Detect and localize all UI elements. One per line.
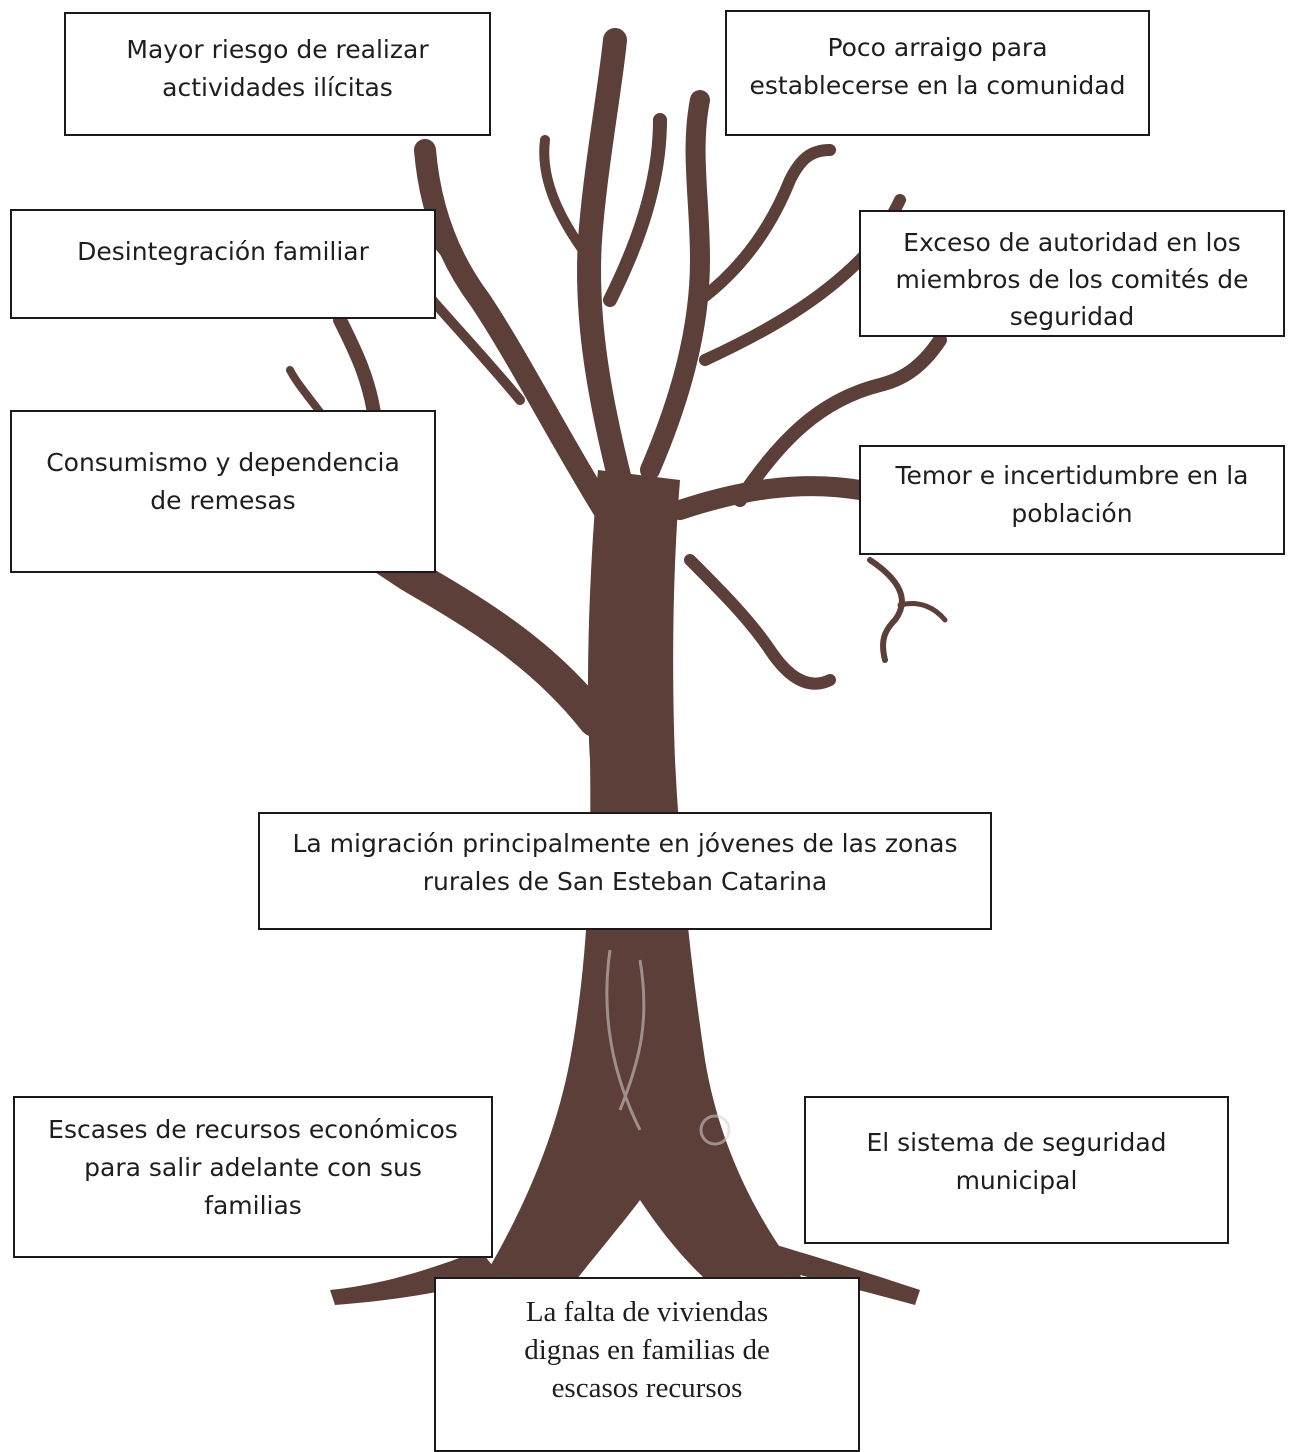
cause-box-line: Escases de recursos económicos bbox=[48, 1115, 458, 1144]
effect-box-line: Poco arraigo para bbox=[827, 33, 1048, 62]
effect-box-excess-authority: Exceso de autoridad en los miembros de l… bbox=[859, 210, 1285, 337]
cause-box-security-system: El sistema de seguridad municipal bbox=[804, 1096, 1229, 1244]
effect-box-line: seguridad bbox=[1009, 302, 1135, 331]
effect-box-consumerism-remittances: Consumismo y dependencia de remesas bbox=[10, 410, 436, 573]
cause-box-line: La falta de viviendas bbox=[525, 1296, 769, 1328]
central-problem-box: La migración principalmente en jóvenes d… bbox=[258, 812, 992, 930]
effect-box-line: Consumismo y dependencia bbox=[46, 448, 400, 477]
cause-box-line: dignas en familias de bbox=[524, 1334, 770, 1366]
cause-box-economic-resources: Escases de recursos económicos para sali… bbox=[13, 1096, 493, 1258]
effect-box-line: población bbox=[1011, 499, 1133, 528]
cause-box-line: municipal bbox=[955, 1166, 1078, 1195]
central-problem-line: La migración principalmente en jóvenes d… bbox=[292, 829, 958, 858]
central-problem-line: rurales de San Esteban Catarina bbox=[422, 867, 828, 896]
effect-box-line: Exceso de autoridad en los bbox=[903, 228, 1241, 257]
cause-box-line: escasos recursos bbox=[551, 1372, 743, 1404]
effect-box-fear-uncertainty: Temor e incertidumbre en la población bbox=[859, 445, 1285, 555]
effect-box-line: establecerse en la comunidad bbox=[749, 71, 1126, 100]
cause-box-line: familias bbox=[204, 1191, 302, 1220]
trunk-texture-lines bbox=[605, 949, 731, 1146]
effect-box-line: de remesas bbox=[150, 486, 296, 515]
effect-box-line: actividades ilícitas bbox=[162, 73, 393, 102]
cause-box-line: El sistema de seguridad bbox=[866, 1128, 1167, 1157]
effect-box-community-roots: Poco arraigo para establecerse en la com… bbox=[725, 10, 1150, 136]
cause-box-line: para salir adelante con sus bbox=[84, 1153, 422, 1182]
effect-box-line: miembros de los comités de bbox=[895, 265, 1249, 294]
effect-box-illicit-activities: Mayor riesgo de realizar actividades ilí… bbox=[64, 12, 491, 136]
effect-box-family-disintegration: Desintegración familiar bbox=[10, 209, 436, 319]
cause-box-housing: La falta de viviendas dignas en familias… bbox=[434, 1277, 860, 1452]
effect-box-line: Temor e incertidumbre en la bbox=[895, 461, 1249, 490]
effect-box-line: Mayor riesgo de realizar bbox=[126, 35, 429, 64]
effect-box-line: Desintegración familiar bbox=[77, 237, 369, 266]
